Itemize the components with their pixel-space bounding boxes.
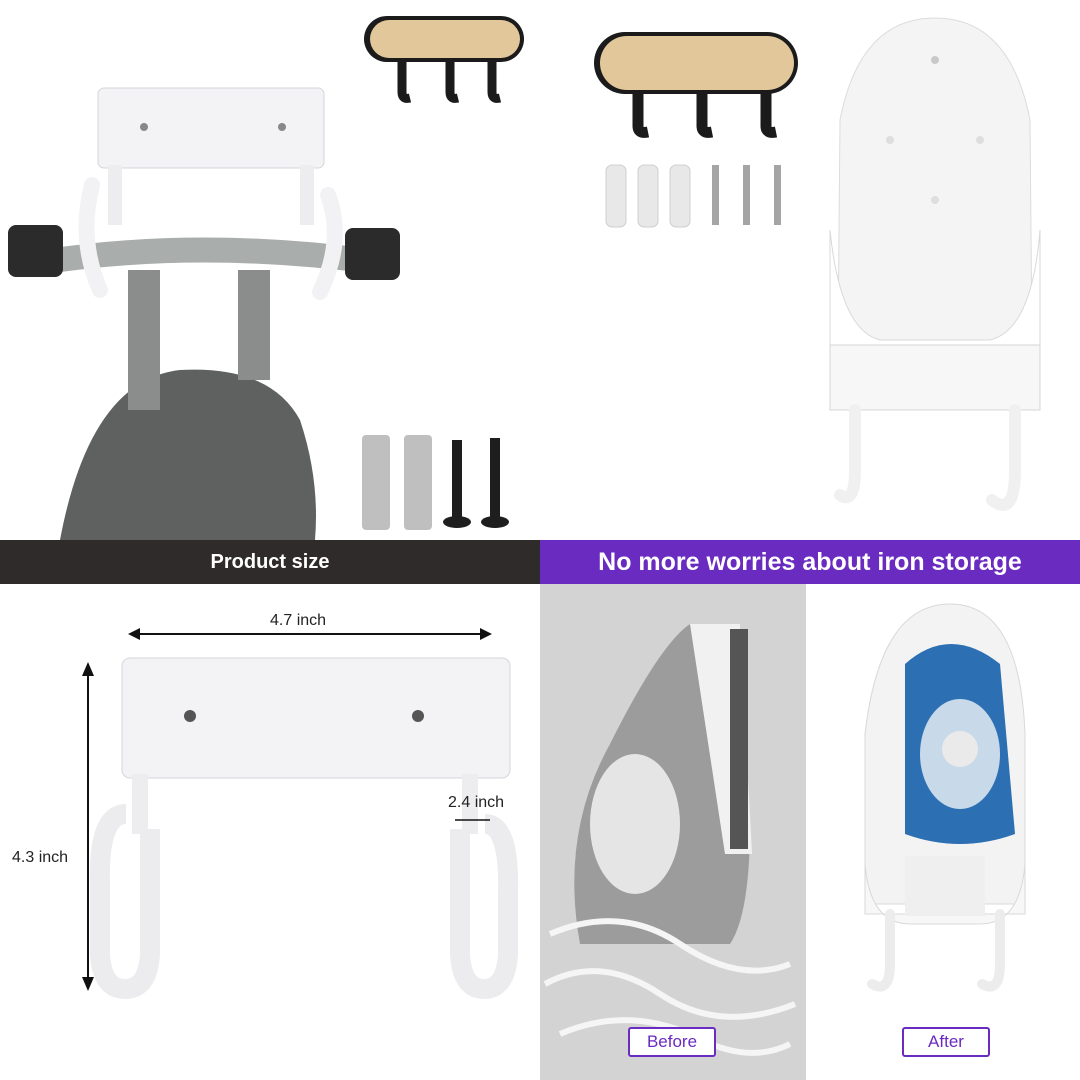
before-photo: Before bbox=[540, 584, 806, 1080]
after-photo: After bbox=[810, 584, 1080, 1080]
width-dimension-label: 4.7 inch bbox=[270, 612, 327, 629]
iron-holder-photo bbox=[800, 0, 1080, 540]
dimension-diagram: 4.7 inch 4.3 inch 2.4 inch bbox=[0, 584, 540, 1080]
after-label: After bbox=[902, 1027, 990, 1057]
product-size-header: Product size bbox=[0, 540, 540, 584]
before-label: Before bbox=[628, 1027, 716, 1057]
height-dimension-label: 4.3 inch bbox=[12, 849, 69, 866]
depth-dimension-label: 2.4 inch bbox=[448, 794, 505, 811]
storage-tagline-header: No more worries about iron storage bbox=[540, 540, 1080, 584]
hanger-on-ironing-board-photo bbox=[0, 0, 540, 540]
wood-hook-rack-photo bbox=[340, 0, 810, 250]
